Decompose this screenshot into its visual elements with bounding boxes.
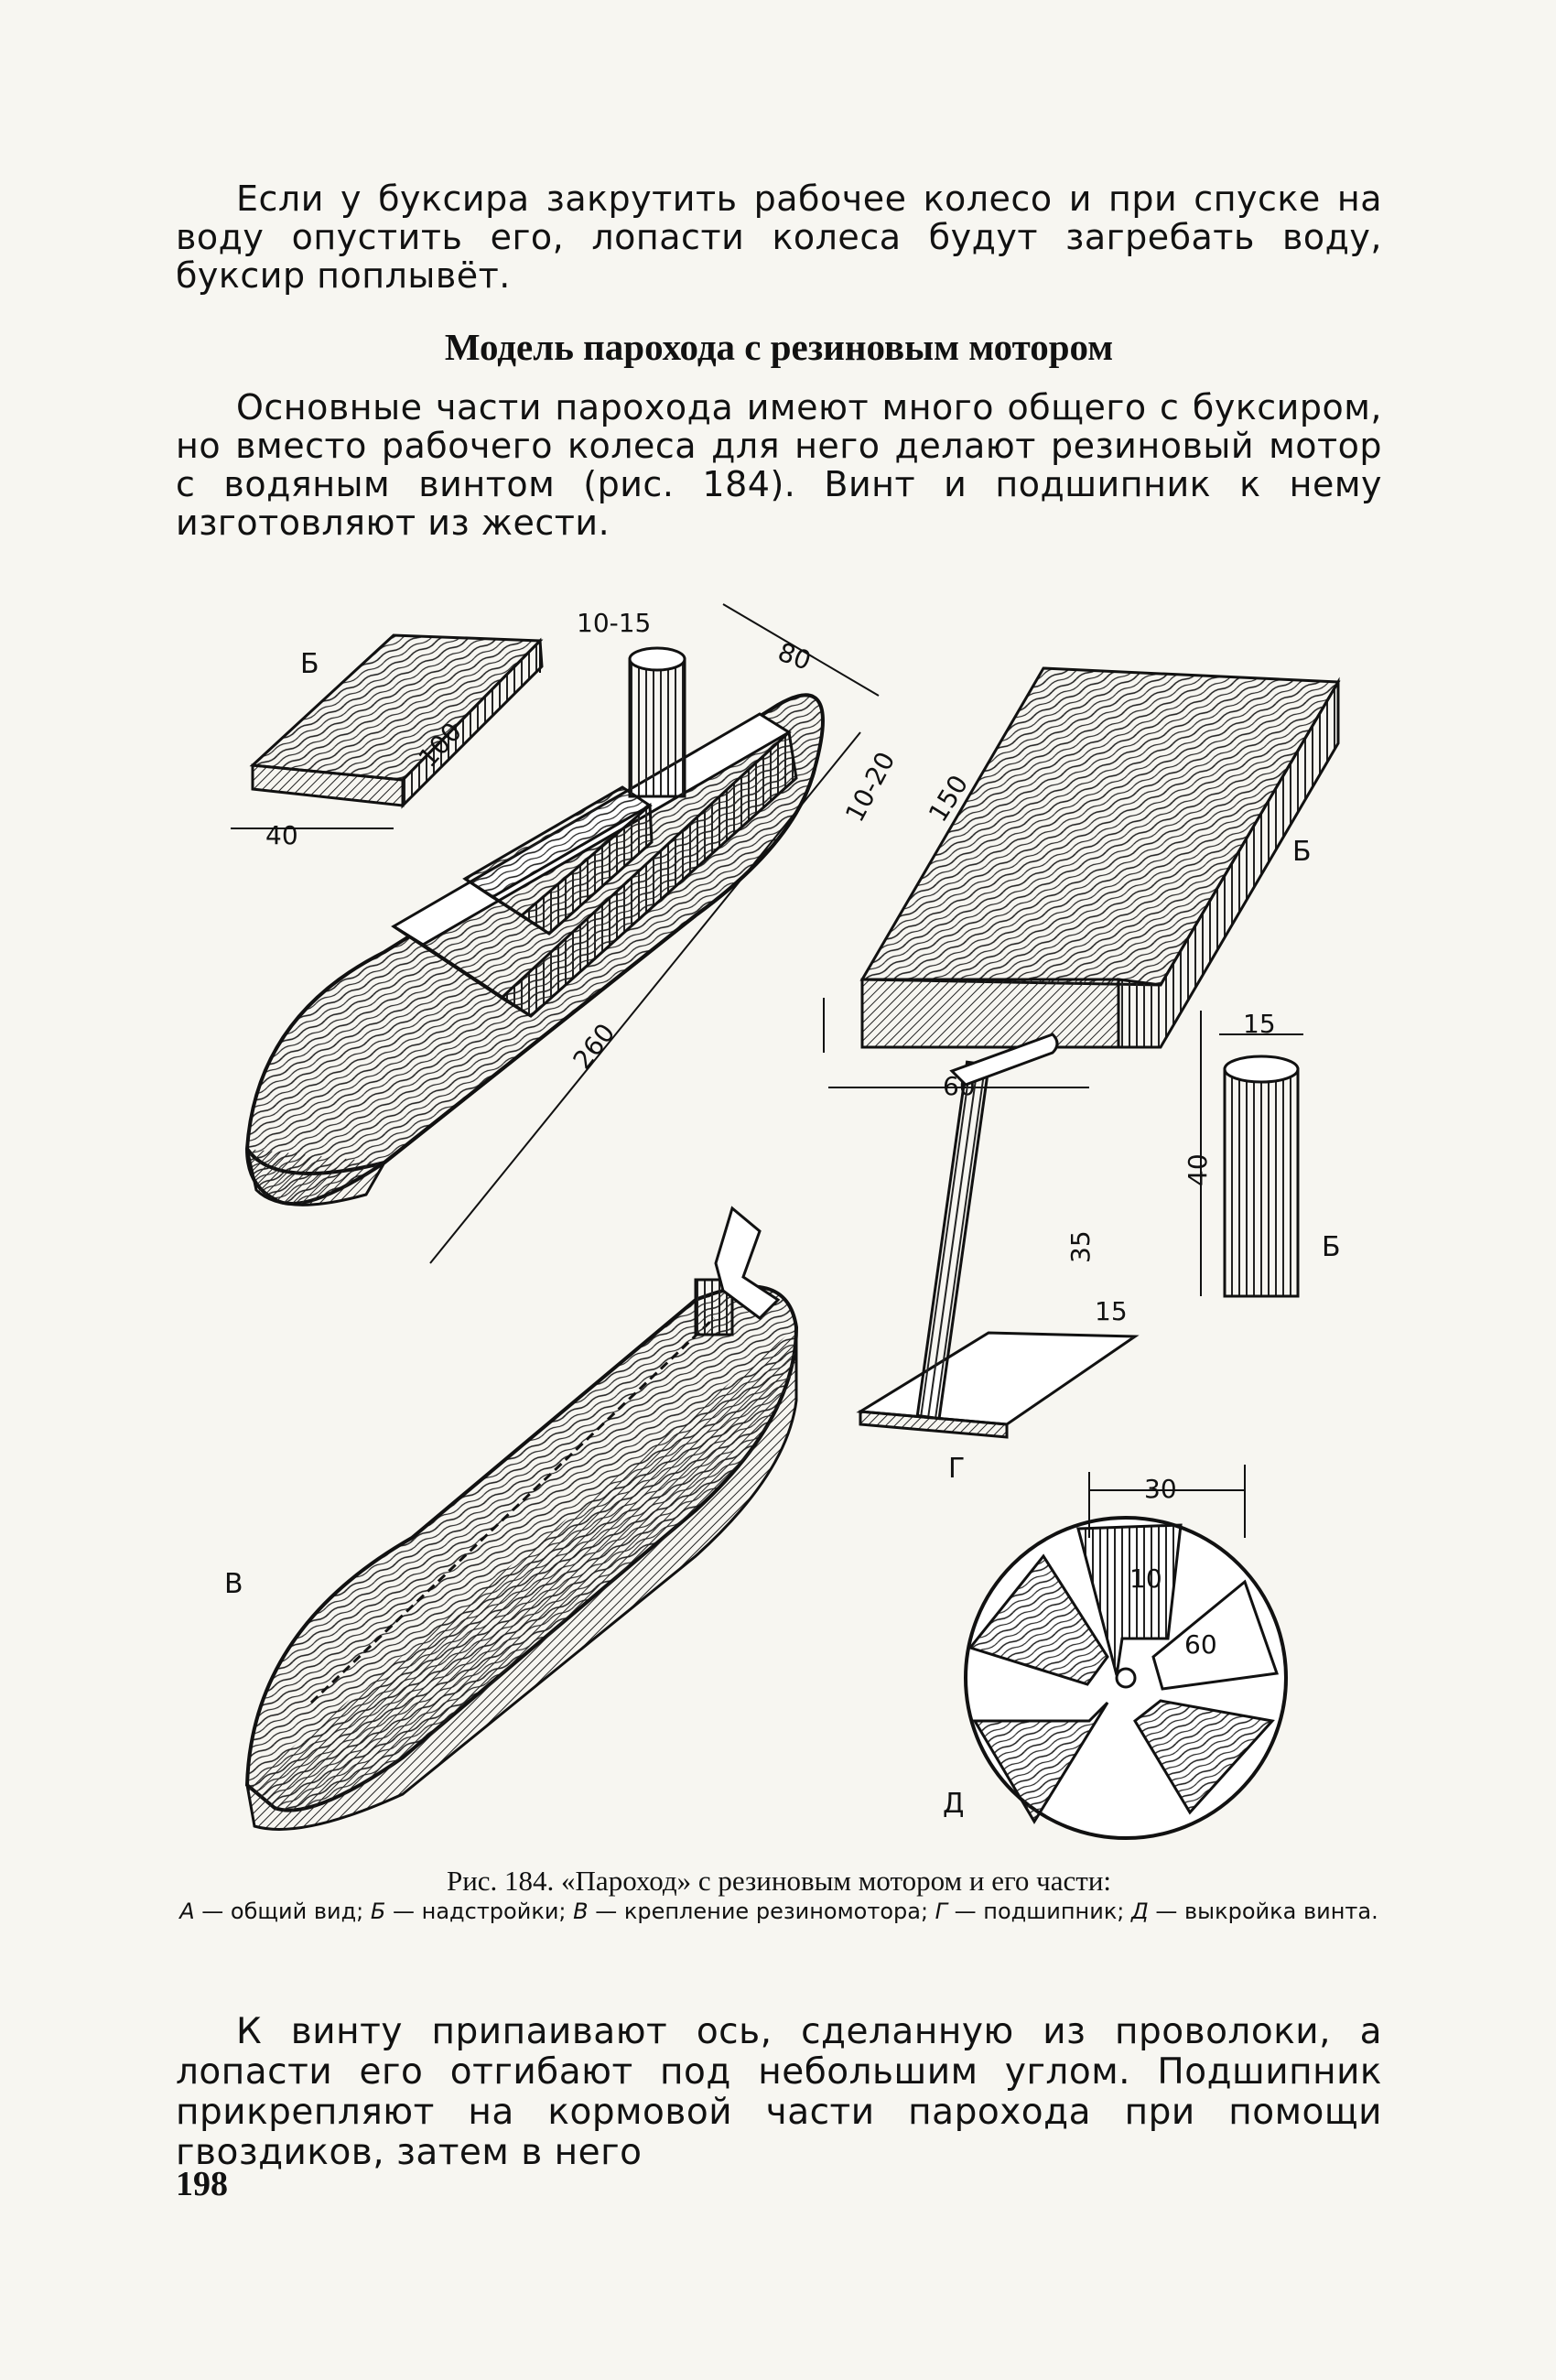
dim-15-a: 15 <box>1243 1009 1276 1039</box>
propeller-pattern-d <box>964 1465 1288 1840</box>
page-number: 198 <box>176 2165 228 2203</box>
label-g: Г <box>948 1453 965 1485</box>
dim-30: 30 <box>1144 1474 1177 1504</box>
legend-g-text: — подшипник; <box>947 1899 1132 1924</box>
legend-d-key: Д <box>1131 1899 1149 1924</box>
label-v: В <box>224 1568 243 1600</box>
dim-60-b: 60 <box>1184 1629 1217 1660</box>
paragraph-1-text: Если у буксира закрутить рабочее колесо … <box>176 178 1382 296</box>
paragraph-2-text: Основные части парохода имеют много обще… <box>176 387 1382 543</box>
paragraph-2: Основные части парохода имеют много обще… <box>176 388 1382 542</box>
dim-15-b: 15 <box>1095 1296 1128 1326</box>
dim-10: 10 <box>1129 1563 1162 1594</box>
dim-40: 40 <box>265 820 298 850</box>
dim-260: 260 <box>567 1018 621 1075</box>
dim-40-b: 40 <box>1183 1153 1213 1186</box>
dim-80: 80 <box>774 637 816 676</box>
section-heading: Модель парохода с резиновым мотором <box>444 326 1114 368</box>
funnel-b <box>1200 1011 1303 1298</box>
dimension-lines <box>231 603 880 1264</box>
label-b-3: Б <box>1322 1231 1341 1263</box>
figure-caption: Рис. 184. «Пароход» с резиновым мотором … <box>176 1864 1382 1924</box>
legend-a-key: А <box>179 1899 195 1924</box>
paragraph-1: Если у буксира закрутить рабочее колесо … <box>176 179 1382 295</box>
label-d: Д <box>943 1788 964 1820</box>
dim-10-20: 10-20 <box>839 747 901 827</box>
legend-g-key: Г <box>935 1899 948 1924</box>
hull-rubber-motor <box>244 1206 799 1831</box>
legend-b-text: — надстройки; <box>385 1899 574 1924</box>
label-b-1: Б <box>300 648 319 680</box>
legend-d-text: — выкройка винта. <box>1148 1899 1378 1924</box>
legend-a-text: — общий вид; <box>194 1899 371 1924</box>
caption-legend: А — общий вид; Б — надстройки; В — крепл… <box>176 1899 1382 1924</box>
paragraph-3-text: К винту припаивают ось, сделанную из про… <box>176 2011 1382 2173</box>
funnel <box>628 646 686 798</box>
legend-v-text: — крепление резиномотора; <box>588 1899 935 1924</box>
steamboat-figure: Б 10-15 80 100 40 10-20 260 Б 150 60 <box>224 603 1341 1840</box>
caption-title: Рис. 184. «Пароход» с резиновым мотором … <box>446 1865 1112 1897</box>
superstructure-b-long <box>859 666 1341 1049</box>
bearing-g <box>856 1033 1140 1439</box>
legend-v-key: В <box>573 1899 589 1924</box>
dim-35: 35 <box>1065 1230 1096 1263</box>
legend-b-key: Б <box>370 1899 386 1924</box>
dim-10-15: 10-15 <box>577 608 651 638</box>
dimension-lines-2 <box>823 998 1089 1088</box>
upper-cabin <box>462 785 654 936</box>
superstructure-b-small <box>249 633 544 809</box>
label-b-2: Б <box>1292 836 1312 868</box>
paragraph-3: К винту припаивают ось, сделанную из про… <box>176 2012 1382 2173</box>
